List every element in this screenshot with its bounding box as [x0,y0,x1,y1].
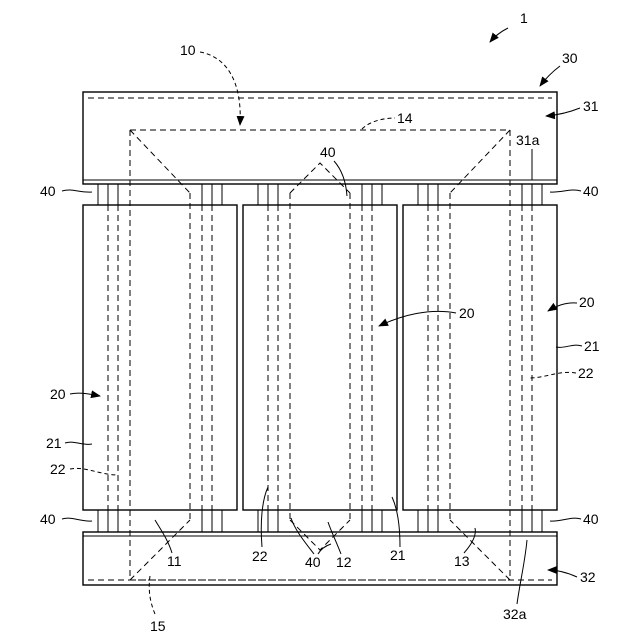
label-20-right: 20 [579,294,595,310]
arrow-30 [540,66,560,86]
label-40-top-left: 40 [40,183,56,199]
upper-yoke [83,92,557,184]
label-21-right: 21 [584,338,600,354]
label-20-mid: 20 [459,305,475,321]
coil-middle [243,205,397,510]
coil-left [83,205,237,510]
label-40-bottom-right: 40 [583,511,599,527]
label-40-bottom-mid: 40 [305,554,321,570]
label-40-bottom-left: 40 [40,511,56,527]
leader-40-bottom-right [550,518,581,521]
coil-right [403,205,557,510]
label-22-mid: 22 [252,548,268,564]
label-12: 12 [336,554,352,570]
label-22-left: 22 [50,461,66,477]
label-11: 11 [167,553,182,569]
label-40-top-mid: 40 [320,144,336,160]
label-21-left: 21 [46,435,62,451]
label-13: 13 [454,553,470,569]
leader-40-bottom-left [62,518,92,521]
label-22-right: 22 [578,365,594,381]
label-10: 10 [180,42,196,58]
label-14: 14 [397,110,413,126]
label-1: 1 [520,10,528,26]
leader-21-right [556,345,582,347]
arrow-1 [490,28,508,42]
label-15: 15 [150,618,166,634]
leader-40-top-right [550,190,581,192]
label-20-left: 20 [50,386,66,402]
label-21-mid: 21 [390,547,406,563]
label-31a: 31a [516,132,540,148]
label-40-top-right: 40 [583,183,599,199]
leader-40-top-left [62,190,92,192]
label-30: 30 [562,50,578,66]
label-31: 31 [583,98,599,114]
coils [83,205,557,510]
label-32a: 32a [503,606,527,622]
label-32: 32 [580,569,596,585]
